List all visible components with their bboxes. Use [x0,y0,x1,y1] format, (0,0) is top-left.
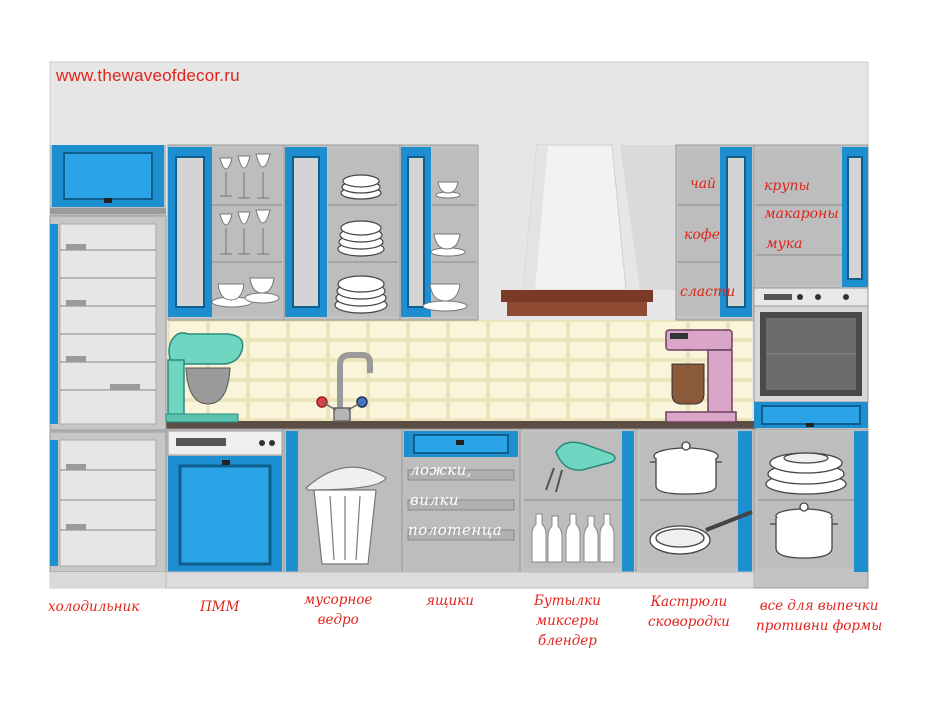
wall-shadow [620,145,676,290]
label-bottles-line-2: миксеры [535,613,600,629]
mixer-icon [165,332,244,423]
label-baking-line-1: все для выпечки [759,598,879,614]
baking-plates-icon [765,452,847,495]
label-fridge: холодильник [48,599,140,615]
upper-cabinet-glasses [167,144,285,321]
label-pasta: макароны [764,206,839,222]
faucet-icon [316,352,373,422]
label-dishwasher: ПММ [200,599,240,615]
coffee-maker-icon [665,329,737,423]
backsplash [168,320,752,424]
bottles-cabinet [519,428,637,573]
label-trash: мусорное ведро [304,590,372,630]
drawer-cabinet [401,428,521,573]
label-coffee: кофе [684,227,721,243]
label-bottles-line-3: блендер [538,633,597,649]
hand-mixer-icon [545,441,616,493]
wine-glasses-icon [219,153,271,255]
cup-icons-column [422,181,468,312]
label-bottles: Бутылки миксеры блендер [534,591,601,651]
baking-cabinet [753,428,869,589]
trash-cabinet [283,428,403,573]
label-flour: мука [766,236,803,252]
tall-cabinet-oven [753,144,869,428]
label-baking-line-2: противни формы [756,618,883,634]
countertop [166,421,756,429]
label-pots: Кастрюли сковородки [648,592,730,632]
upper-cabinet-tea [675,144,755,321]
drawer-note-1: ложки, [410,461,473,479]
pot-icon [650,441,722,495]
label-trash-line-2: ведро [317,612,359,628]
label-trash-line-1: мусорное [304,592,373,608]
label-baking: все для выпечки противни формы [756,596,882,636]
upper-cabinet-cups [399,144,479,321]
drawer-note-2: вилки [410,491,460,509]
plates-icon [334,174,388,314]
pots-cabinet [635,428,755,573]
label-sweets: сласти [680,284,736,300]
label-drawers: ящики [426,593,474,609]
label-pots-line-1: Кастрюли [650,594,728,610]
range-hood-icon [501,144,653,316]
frying-pan-icon [649,510,753,555]
bottles-icon [531,513,615,563]
trash-bin-icon [305,466,387,565]
label-bottles-line-1: Бутылки [534,593,601,609]
watermark: www.thewaveofdecor.ru [56,66,240,85]
label-pots-line-2: сковородки [648,614,730,630]
oven-icon [753,287,869,403]
upper-cabinet-plates [283,144,401,321]
stockpot-icon [770,502,838,559]
cups-icon [211,277,280,308]
drawer-note-3: полотенца [408,521,503,539]
label-tea: чай [690,176,717,192]
dishwasher [165,428,285,573]
label-cereals: крупы [764,178,810,194]
plinth [165,571,755,589]
fridge [49,145,167,588]
